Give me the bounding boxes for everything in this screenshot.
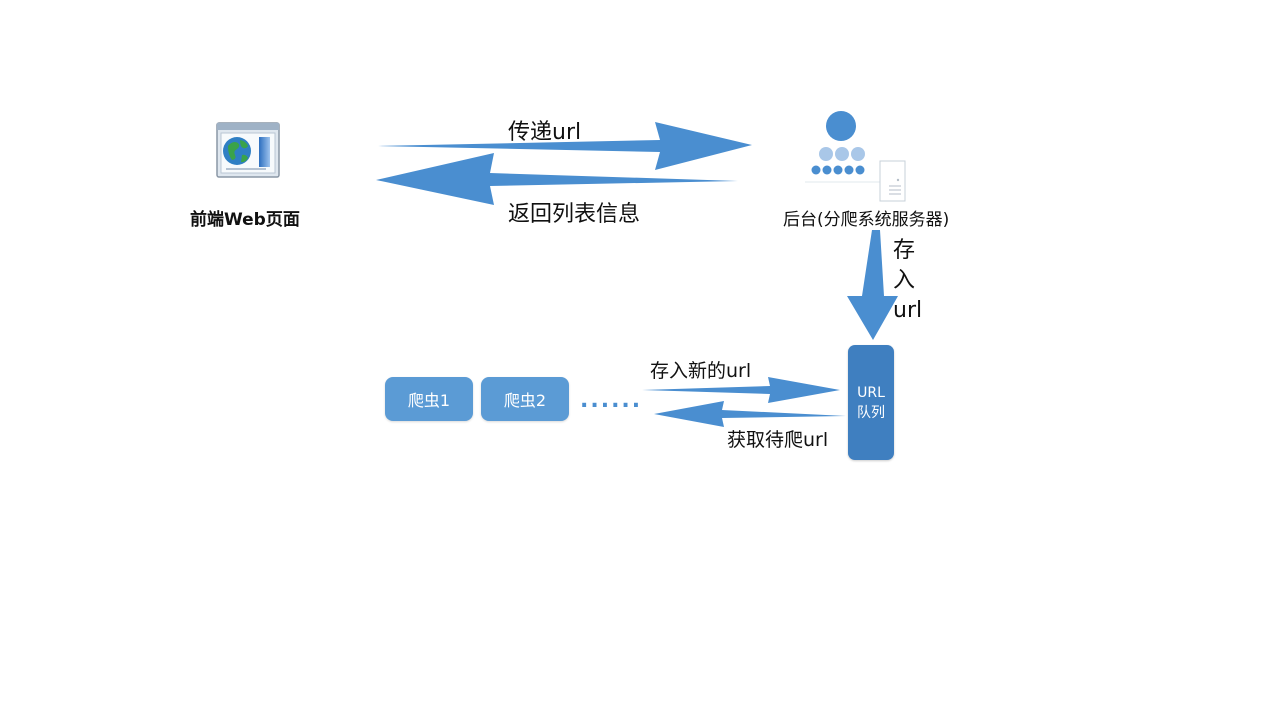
pass-url-label: 传递url [508, 120, 582, 145]
crawler-2-box: 爬虫2 [481, 377, 569, 421]
store-url-char-2: 入 [893, 268, 916, 293]
queue-label-line1: URL [857, 384, 885, 401]
crawler-1-label: 爬虫1 [407, 391, 451, 410]
store-url-char-1: 存 [893, 238, 916, 263]
frontend-label: 前端Web页面 [190, 210, 300, 230]
crawler-1-box: 爬虫1 [385, 377, 473, 421]
store-new-url-arrow [642, 377, 840, 403]
return-list-arrow [376, 153, 738, 205]
store-url-arrow [847, 230, 898, 340]
server-users-icon [805, 110, 910, 205]
crawler-2-label: 爬虫2 [503, 391, 547, 410]
store-url-char-3: url [893, 298, 923, 323]
fetch-url-label: 获取待爬url [727, 429, 829, 451]
return-list-label: 返回列表信息 [508, 202, 641, 227]
url-queue-box: URL 队列 [848, 345, 894, 460]
pass-url-arrow [378, 122, 752, 170]
store-url-label: 存 入 url [893, 236, 933, 326]
browser-globe-icon [216, 122, 280, 178]
fetch-url-arrow [654, 401, 846, 427]
backend-label: 后台(分爬系统服务器) [783, 210, 950, 230]
queue-label-line2: 队列 [857, 404, 885, 421]
store-new-url-label: 存入新的url [650, 360, 752, 382]
crawler-ellipsis: ...... [580, 388, 643, 413]
